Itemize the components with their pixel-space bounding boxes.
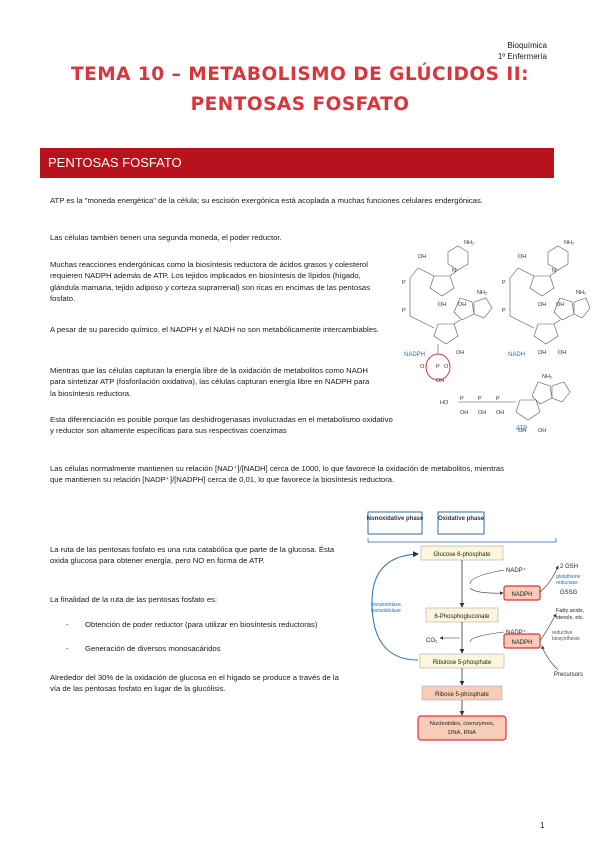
- atp-structure-label: ATP: [516, 426, 527, 432]
- reductive-line1: reductive: [552, 630, 573, 636]
- paragraph-poder-reductor: Las células también tienen una segunda m…: [50, 233, 282, 242]
- nh2-label: NH₂: [576, 290, 586, 296]
- nadh-structure-label: NADH: [508, 352, 525, 358]
- oh-label: OH: [460, 410, 468, 416]
- oh-label: OH: [538, 428, 546, 434]
- list-dash: -: [66, 620, 69, 629]
- 6-phosphogluconate-label: 6-Phosphogluconate: [434, 614, 490, 620]
- n-label: N: [452, 268, 456, 274]
- list-text: Obtención de poder reductor (para utiliz…: [85, 620, 318, 629]
- oh-label: OH: [538, 350, 546, 356]
- p-label: P: [502, 280, 506, 286]
- ribose-5-phosphate-label: Ribose 5-phosphate: [435, 692, 489, 698]
- p-label: P: [496, 396, 500, 402]
- fatty-acids-line1: Fatty acids,: [556, 608, 585, 614]
- list-text: Generación de diversos monosacáridos: [85, 644, 221, 653]
- glucose-6-phosphate-label: Glucose 6-phosphate: [433, 552, 491, 558]
- oh-label: OH: [458, 302, 466, 308]
- oh-label: OH: [558, 350, 566, 356]
- nh2-label: NH₂: [564, 240, 574, 246]
- paragraph-parecido: A pesar de su parecido químico, el NADPH…: [50, 325, 380, 334]
- p-label: P: [402, 308, 406, 314]
- page-number: 1: [540, 821, 545, 830]
- oh-label: OH: [456, 350, 464, 356]
- nadph-nadh-atp-structures: NH₂ NH₂ NH₂ NH₂ NH₂ P P P P P OH OH OH O…: [402, 240, 590, 434]
- page-title: TEMA 10 – METABOLISMO DE GLÚCIDOS II: PE…: [71, 64, 529, 115]
- nadph-label-2: NADPH: [511, 640, 532, 646]
- nucleotides-box: [417, 715, 507, 741]
- precursors-label: Precursors: [554, 672, 583, 678]
- co2-label: CO₂: [426, 638, 438, 644]
- p-label: P: [478, 396, 482, 402]
- fatty-acids-line2: sterols, etc.: [556, 615, 585, 621]
- nonoxidative-phase-box: [367, 511, 423, 535]
- gssg-label: GSSG: [560, 590, 578, 596]
- nadph-box-1: [503, 585, 541, 601]
- nadp-plus-label: NADP⁺: [506, 567, 526, 574]
- nadph-structure-label: NADPH: [404, 352, 425, 358]
- o-minus-label: O⁻: [420, 364, 427, 370]
- gsh-label: 2 GSH: [560, 564, 578, 570]
- oh-label: OH: [436, 378, 444, 384]
- enzymes-line1: transketolase,: [371, 602, 402, 608]
- nucleotides-label-line1: Nucleotides, coenzymes,: [430, 721, 495, 727]
- enzymes-line2: transaldolase: [371, 608, 401, 614]
- oh-label: OH: [496, 410, 504, 416]
- ribulose-5-phosphate-label: Ribulose 5-phosphate: [433, 660, 492, 666]
- oh-label: OH: [556, 302, 564, 308]
- paragraph-atp: ATP es la "moneda energética" de la célu…: [50, 196, 483, 205]
- nadph-label-1: NADPH: [511, 592, 532, 598]
- p-label: P: [460, 396, 464, 402]
- nh2-label: NH₂: [464, 240, 474, 246]
- n-label: N: [552, 268, 556, 274]
- o-label: O: [444, 364, 449, 370]
- paragraph-relacion: Las células normalmente mantienen su rel…: [50, 464, 505, 485]
- paragraph-ruta: La ruta de las pentosas fosfato es una r…: [50, 545, 335, 566]
- nh2-label: NH₂: [477, 290, 487, 296]
- reductive-line2: biosynthesis: [552, 636, 580, 642]
- gr-label-line2: reductase: [556, 580, 578, 586]
- paragraph-finalidad: La finalidad de la ruta de las pentosas …: [50, 595, 218, 604]
- p-label: P: [502, 308, 506, 314]
- nadp-plus-label-2: NADP⁺: [506, 629, 526, 636]
- p-label: P: [436, 364, 440, 370]
- oh-label: OH: [418, 254, 426, 260]
- oh-label: OH: [518, 428, 526, 434]
- section-title: PENTOSAS FOSFATO: [48, 155, 182, 170]
- nucleotides-label-line2: DNA, RNA: [448, 730, 476, 736]
- oh-label: OH: [538, 302, 546, 308]
- subject-label: Bioquímica: [507, 41, 547, 50]
- document-header: Bioquímica 1º Enfermería: [498, 40, 547, 62]
- section-band: PENTOSAS FOSFATO: [40, 148, 554, 178]
- oxidative-phase-box: [437, 511, 485, 535]
- pentose-phosphate-pathway-diagram: Nonoxidative phase Oxidative phase Gluco…: [366, 510, 592, 746]
- paragraph-porcentaje: Alrededor del 30% de la oxidación de glu…: [50, 673, 339, 694]
- paragraph-nadph: Muchas reacciones endergónicas como la b…: [50, 260, 371, 304]
- oh-label: OH: [438, 302, 446, 308]
- oxidative-phase-label: Oxidative phase: [438, 516, 485, 522]
- list-dash: -: [66, 644, 69, 653]
- paragraph-energia-libre: Mientras que las células capturan la ene…: [50, 366, 370, 398]
- paragraph-deshidrogenasas: Esta diferenciación es posible porque la…: [50, 415, 393, 436]
- p-label: P: [402, 280, 406, 286]
- nonoxidative-phase-label: Nonoxidative phase: [367, 516, 424, 522]
- ho-label: HO: [440, 400, 449, 406]
- nh2-label: NH₂: [542, 374, 552, 380]
- oh-label: OH: [518, 254, 526, 260]
- gr-label-line1: glutathione: [556, 574, 581, 580]
- oh-label: OH: [478, 410, 486, 416]
- course-label: 1º Enfermería: [497, 52, 547, 61]
